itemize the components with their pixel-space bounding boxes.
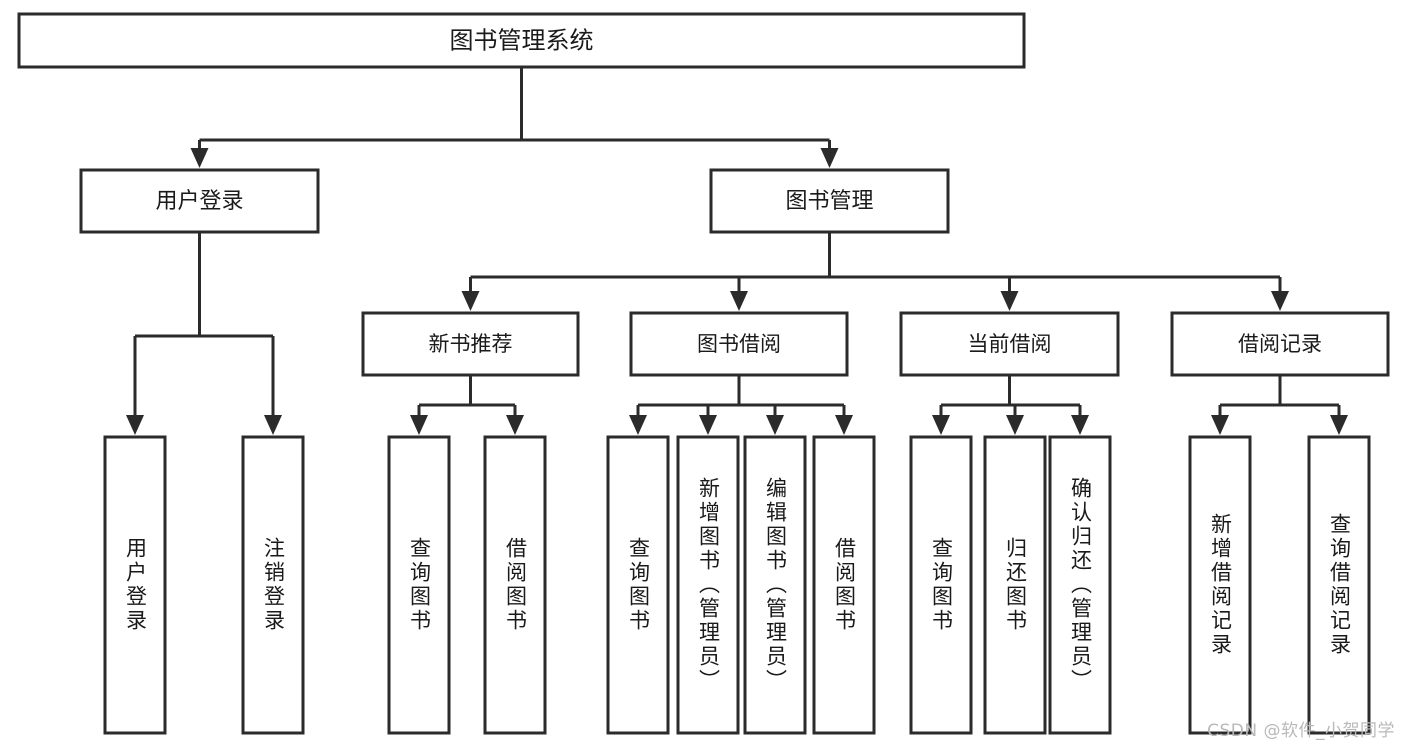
leaf-box-leaf10: [983, 435, 1047, 735]
leaf-box-leaf3: [387, 435, 451, 735]
node-box-manage: [709, 168, 950, 234]
leaf-box-leaf8: [812, 435, 876, 735]
node-box-borrow: [629, 311, 849, 377]
leaf-node-leaf7[interactable]: [743, 435, 807, 735]
leaf-node-leaf2[interactable]: [241, 435, 305, 735]
leaf-box-leaf7: [743, 435, 807, 735]
connector-layer: [126, 67, 1348, 435]
leaf-node-leaf1[interactable]: [103, 435, 167, 735]
csdn-watermark: CSDN @软件_小贺同学: [1207, 721, 1395, 741]
leaf-node-leaf3[interactable]: [387, 435, 451, 735]
leaf-box-leaf6: [676, 435, 740, 735]
leaf-node-leaf8[interactable]: [812, 435, 876, 735]
leaf-box-leaf13: [1307, 435, 1371, 735]
node-label-current: 当前借阅: [968, 332, 1052, 356]
node-manage[interactable]: 图书管理: [709, 168, 950, 234]
node-current[interactable]: 当前借阅: [899, 311, 1120, 377]
node-box-root: [17, 12, 1026, 69]
leaf-box-leaf5: [606, 435, 670, 735]
node-newbook[interactable]: 新书推荐: [361, 311, 580, 377]
node-box-records: [1170, 311, 1390, 377]
node-borrow[interactable]: 图书借阅: [629, 311, 849, 377]
leaf-node-leaf12[interactable]: [1188, 435, 1252, 735]
leaf-node-leaf4[interactable]: [483, 435, 547, 735]
node-records[interactable]: 借阅记录: [1170, 311, 1390, 377]
leaf-box-leaf9: [909, 435, 973, 735]
node-label-manage: 图书管理: [785, 189, 873, 214]
node-label-borrow: 图书借阅: [697, 332, 781, 356]
leaf-node-leaf5[interactable]: [606, 435, 670, 735]
node-login[interactable]: 用户登录: [79, 168, 320, 234]
node-label-records: 借阅记录: [1238, 332, 1322, 356]
node-label-login: 用户登录: [155, 189, 243, 214]
node-label-root: 图书管理系统: [450, 27, 594, 55]
node-box-login: [79, 168, 320, 234]
node-box-newbook: [361, 311, 580, 377]
leaf-node-leaf6[interactable]: [676, 435, 740, 735]
leaf-box-leaf4: [483, 435, 547, 735]
leaf-box-leaf12: [1188, 435, 1252, 735]
leaf-box-leaf11: [1048, 435, 1112, 735]
leaf-node-leaf11[interactable]: [1048, 435, 1112, 735]
node-label-newbook: 新书推荐: [429, 332, 513, 356]
node-root[interactable]: 图书管理系统: [17, 12, 1026, 69]
leaf-box-leaf1: [103, 435, 167, 735]
leaf-node-leaf10[interactable]: [983, 435, 1047, 735]
leaf-node-leaf9[interactable]: [909, 435, 973, 735]
leaf-box-leaf2: [241, 435, 305, 735]
leaf-node-leaf13[interactable]: [1307, 435, 1371, 735]
node-box-current: [899, 311, 1120, 377]
